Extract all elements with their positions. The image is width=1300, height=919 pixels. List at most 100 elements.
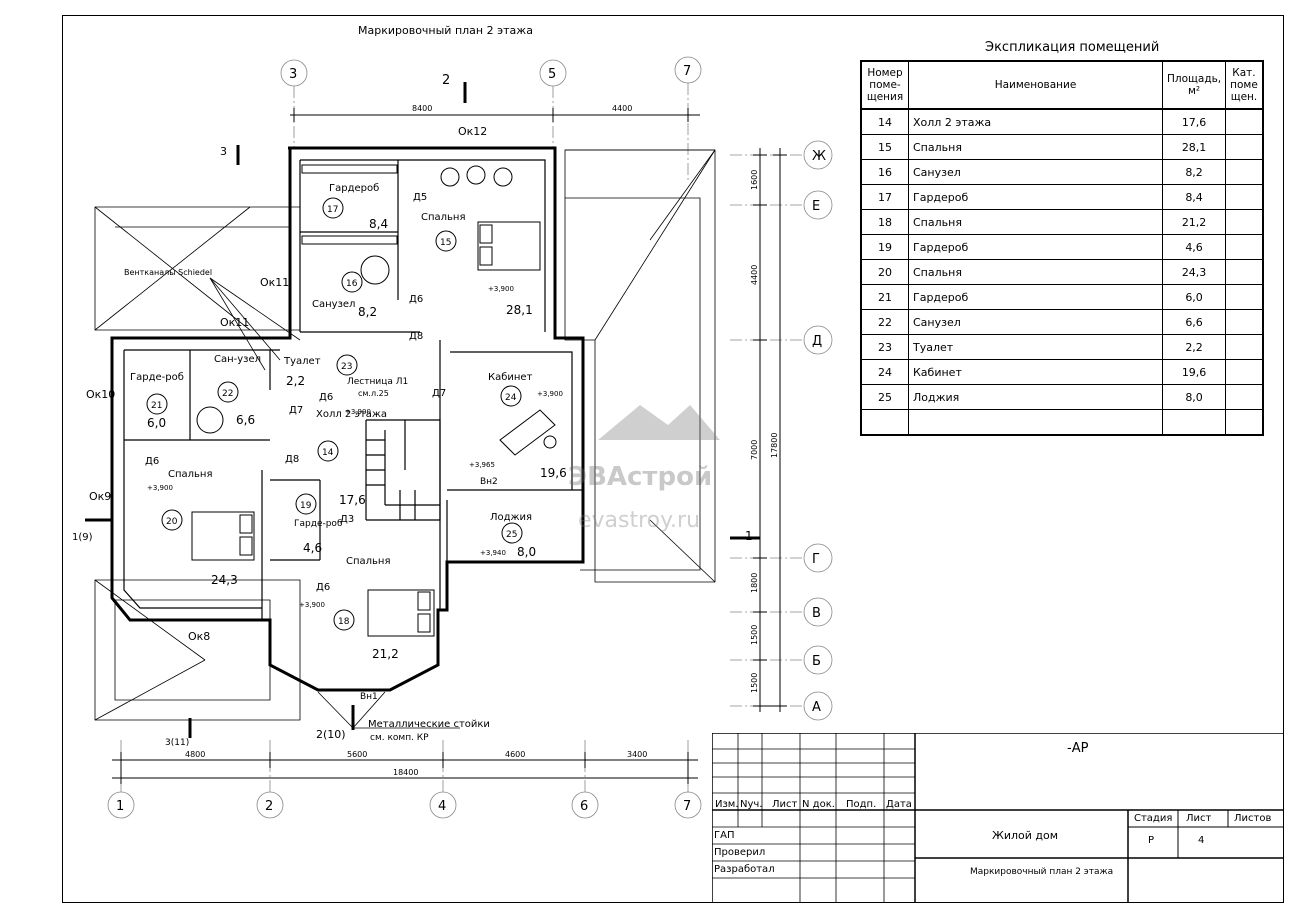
- cell-cat: [1225, 284, 1264, 310]
- section-3-top: 3: [220, 145, 227, 158]
- dim-right-3: 7000: [750, 440, 759, 460]
- window-ok8: Ок8: [188, 630, 210, 643]
- cell-cat: [1225, 259, 1264, 285]
- room-number: 23: [341, 362, 352, 372]
- dim-right-1: 1600: [750, 170, 759, 190]
- cell-name: Спальня: [908, 134, 1163, 160]
- room-name: Спальня: [421, 212, 466, 223]
- cell-area: 8,4: [1161, 184, 1227, 210]
- cell-num: 22: [860, 309, 909, 335]
- dim-right-6: 1500: [750, 673, 759, 693]
- room-area: 6,6: [236, 413, 255, 427]
- section-1-left: 1(9): [72, 532, 93, 543]
- door-d7-b: Д7: [289, 405, 303, 416]
- cell-area: 24,3: [1161, 259, 1227, 285]
- window-ok10: Ок10: [86, 388, 115, 401]
- level-mark: +3,965: [469, 461, 495, 469]
- cell-cat: [1225, 234, 1264, 260]
- cell-area: 6,0: [1161, 284, 1227, 310]
- watermark-url: evastroy.ru: [578, 508, 700, 533]
- axis-zh: Ж: [812, 149, 826, 164]
- room-number: 17: [327, 205, 338, 215]
- dim-top-1: 8400: [412, 104, 432, 113]
- cell-area: 17,6: [1161, 108, 1227, 135]
- col-area-header: Площадь, м²: [1161, 60, 1227, 110]
- cell-num: [860, 409, 909, 436]
- door-d8-a: Д8: [409, 331, 423, 342]
- tb-izm: Изм.: [715, 799, 739, 810]
- table-row: [860, 409, 1264, 436]
- col-num-header: Номер поме- щения: [860, 60, 909, 110]
- cell-cat: [1225, 134, 1264, 160]
- room-area: 17,6: [339, 493, 366, 507]
- cell-area: 19,6: [1161, 359, 1227, 385]
- cell-area: 28,1: [1161, 134, 1227, 160]
- door-vn2: Вн2: [480, 477, 498, 487]
- dim-bottom-total: 18400: [393, 768, 418, 777]
- section-1-right: 1: [745, 529, 753, 543]
- cell-name: Санузел: [908, 159, 1163, 185]
- room-area: 24,3: [211, 573, 238, 587]
- cell-area: [1161, 409, 1227, 436]
- room-area: 8,4: [369, 217, 388, 231]
- cell-cat: [1225, 359, 1264, 385]
- room-name: Спальня: [346, 556, 391, 567]
- cell-num: 24: [860, 359, 909, 385]
- room-name: Спальня: [168, 469, 213, 480]
- cell-num: 15: [860, 134, 909, 160]
- axis-7-top: 7: [683, 64, 691, 79]
- tb-role-checked: Проверил: [714, 847, 766, 858]
- room-name: Туалет: [283, 356, 321, 367]
- room-area: 2,2: [286, 374, 305, 388]
- room-number: 19: [300, 501, 312, 511]
- cell-num: 21: [860, 284, 909, 310]
- room-number: 18: [338, 617, 350, 627]
- door-vn1: Вн1: [360, 692, 378, 702]
- tb-data: Дата: [886, 799, 912, 810]
- axis-4-bottom: 4: [438, 799, 446, 814]
- dim-right-5: 1500: [750, 625, 759, 645]
- room-number: 16: [346, 279, 358, 289]
- tb-list: Лист: [772, 799, 798, 810]
- section-3-bottom: 3(11): [165, 738, 189, 748]
- axis-6-bottom: 6: [580, 799, 588, 814]
- note-posts: Металлические стойки: [368, 719, 490, 730]
- col-name-header: Наименование: [908, 60, 1163, 110]
- door-d6-a: Д6: [409, 294, 423, 305]
- axis-d: Д: [812, 334, 822, 349]
- tb-sheet: 4: [1198, 835, 1205, 846]
- axis-2-bottom: 2: [265, 799, 273, 814]
- cell-num: 25: [860, 384, 909, 410]
- door-d6-d: Д6: [316, 582, 330, 593]
- dim-bottom-4: 3400: [627, 750, 647, 759]
- cell-cat: [1225, 309, 1264, 335]
- cell-name: Кабинет: [908, 359, 1163, 385]
- cell-num: 16: [860, 159, 909, 185]
- door-d8-b: Д8: [285, 454, 299, 465]
- axis-b: Б: [812, 654, 821, 669]
- room-name: Лоджия: [490, 512, 532, 523]
- window-ok11-a: Ок11: [260, 276, 289, 289]
- cell-num: 14: [860, 108, 909, 135]
- cell-area: 8,2: [1161, 159, 1227, 185]
- room-area: 19,6: [540, 466, 567, 480]
- level-mark: +3,900: [345, 408, 371, 416]
- cell-cat: [1225, 409, 1264, 436]
- note-posts-ref: см. комп. КР: [370, 733, 429, 743]
- room-number: 20: [166, 517, 178, 527]
- col-cat-header: Кат. поме щен.: [1225, 60, 1264, 110]
- axis-1-bottom: 1: [116, 799, 124, 814]
- window-ok9: Ок9: [89, 490, 111, 503]
- cell-cat: [1225, 334, 1264, 360]
- room-name: Гарде-роб: [130, 372, 184, 383]
- level-mark: +3,900: [299, 601, 325, 609]
